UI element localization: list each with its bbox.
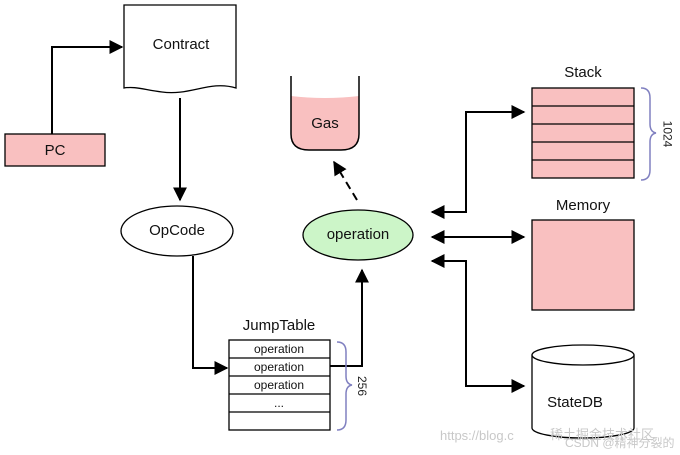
jumptable-to-operation-arrow — [330, 268, 369, 367]
gas-label: Gas — [311, 115, 339, 132]
jumptable-row: operation — [253, 342, 305, 356]
operation-node — [302, 209, 414, 261]
opcode-label: OpCode — [149, 222, 205, 239]
opcode-node — [120, 205, 234, 257]
operation-stack-arrow — [430, 105, 526, 219]
jumptable-table — [228, 339, 331, 431]
pc-box — [4, 133, 106, 167]
operation-label: operation — [326, 226, 390, 243]
watermark-url: https://blog.c — [440, 428, 514, 443]
operation-to-gas-arrow — [333, 160, 358, 201]
pc-to-contract-arrow — [51, 40, 124, 134]
contract-shape — [123, 4, 237, 94]
statedb-cylinder — [531, 344, 635, 439]
stack-size-label: 1024 — [660, 120, 675, 148]
opcode-to-jumptable-arrow — [192, 256, 229, 375]
stack-box — [531, 87, 635, 179]
jumptable-brace — [336, 341, 353, 431]
statedb-label: StateDB — [547, 394, 603, 411]
operation-statedb-arrow — [430, 254, 526, 393]
jumptable-row: ... — [273, 396, 284, 410]
jumptable-row: operation — [253, 360, 305, 374]
contract-label: Contract — [152, 36, 210, 53]
jumptable-row: operation — [253, 378, 305, 392]
stack-brace — [640, 87, 657, 181]
watermark-csdn: CSDN @精神分裂的 — [565, 436, 675, 450]
memory-label: Memory — [555, 197, 611, 214]
jumptable-label: JumpTable — [242, 317, 316, 334]
memory-box — [531, 219, 635, 311]
gas-container — [290, 76, 360, 151]
pc-label: PC — [44, 142, 66, 159]
watermark-community: 稀土掘金技术社区 — [550, 427, 655, 442]
stack-label: Stack — [564, 64, 602, 81]
jumptable-size-label: 256 — [355, 375, 370, 397]
